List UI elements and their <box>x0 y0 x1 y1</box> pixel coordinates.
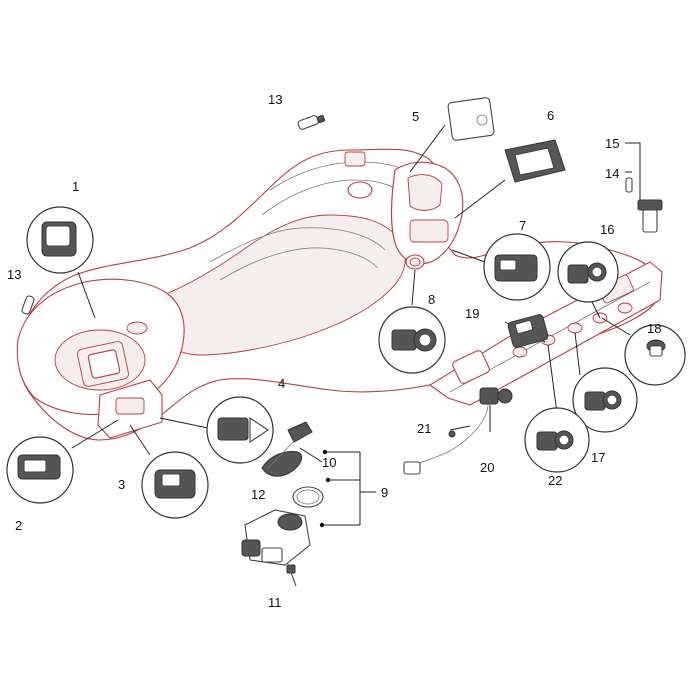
label-3: 3 <box>118 477 125 492</box>
label-15: 15 <box>605 136 619 151</box>
label-18: 18 <box>647 321 661 336</box>
callout-part-22 <box>524 344 590 473</box>
callout-labels: 1 2 3 4 5 6 7 8 9 10 11 12 13 13 14 15 1… <box>7 92 661 610</box>
callout-part-16 <box>557 241 619 319</box>
callout-part-2 <box>6 419 119 504</box>
label-6: 6 <box>547 108 554 123</box>
label-11: 11 <box>268 595 282 610</box>
label-13-top: 13 <box>268 92 282 107</box>
callout-part-6 <box>454 139 566 219</box>
label-1: 1 <box>72 179 79 194</box>
callout-part-19 <box>504 314 549 348</box>
label-13-left: 13 <box>7 267 21 282</box>
callout-part-7 <box>451 233 551 301</box>
label-21: 21 <box>417 421 431 436</box>
callout-part-14-15 <box>625 142 663 233</box>
callout-part-3 <box>129 424 209 519</box>
label-17: 17 <box>591 450 605 465</box>
callout-part-17 <box>572 332 638 433</box>
label-5: 5 <box>412 109 419 124</box>
callout-part-13-left <box>21 295 35 315</box>
callout-part-5 <box>409 97 495 173</box>
label-4: 4 <box>278 376 285 391</box>
handlebar-cover <box>16 148 661 441</box>
label-14: 14 <box>605 166 619 181</box>
callout-part-8 <box>378 269 446 374</box>
label-10: 10 <box>322 455 336 470</box>
label-9: 9 <box>381 485 388 500</box>
callout-part-ignition-group <box>241 421 376 587</box>
callout-part-18 <box>601 317 686 386</box>
label-2: 2 <box>15 518 22 533</box>
callout-part-4 <box>159 396 274 464</box>
callout-part-1 <box>26 206 96 319</box>
label-20: 20 <box>480 460 494 475</box>
label-12: 12 <box>251 487 265 502</box>
label-8: 8 <box>428 292 435 307</box>
label-16: 16 <box>600 222 614 237</box>
label-19: 19 <box>465 306 479 321</box>
label-22: 22 <box>548 473 562 488</box>
callout-part-13-top <box>297 114 326 130</box>
callout-part-20-21 <box>403 387 513 475</box>
label-7: 7 <box>519 218 526 233</box>
